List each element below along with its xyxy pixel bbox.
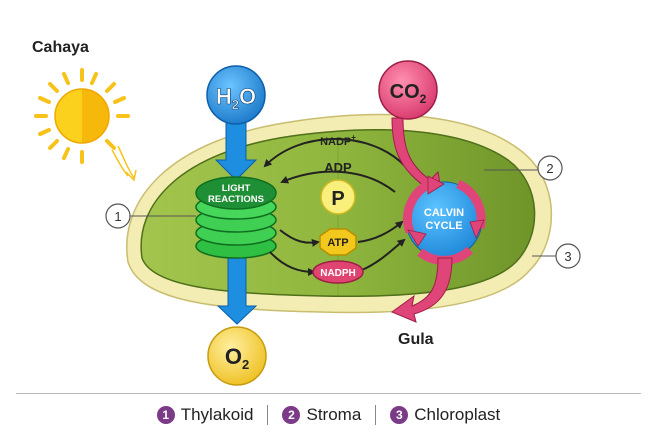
callout-2-circle bbox=[537, 155, 563, 181]
nadph-arrow-in bbox=[269, 251, 316, 276]
atp-arrow-out bbox=[357, 220, 404, 243]
oxygen-arrow bbox=[216, 257, 258, 325]
co2-label: CO bbox=[390, 81, 420, 103]
phosphate-circle bbox=[320, 179, 356, 215]
callout-1-label: 1 bbox=[114, 209, 121, 224]
thylakoid-stack bbox=[195, 176, 277, 259]
nadp-plus-label: NADP bbox=[320, 136, 351, 148]
callout-2-label: 2 bbox=[546, 161, 553, 176]
callout-3-label: 3 bbox=[564, 249, 571, 264]
nadp-arrow bbox=[263, 138, 406, 168]
atp-badge bbox=[319, 228, 357, 256]
phosphate-label: P bbox=[331, 188, 344, 210]
nadp-plus-sup: + bbox=[351, 133, 356, 142]
water-molecule bbox=[206, 65, 266, 125]
oxygen-label-sub: 2 bbox=[242, 357, 249, 372]
water-label-o: O bbox=[239, 84, 256, 109]
co2-molecule bbox=[378, 60, 438, 120]
legend: 1 Thylakoid 2 Stroma 3 Chloroplast bbox=[0, 395, 657, 435]
oxygen-molecule bbox=[207, 326, 267, 386]
nadph-label: NADPH bbox=[320, 268, 356, 279]
calvin-cycle-arrowheads bbox=[407, 175, 485, 247]
calvin-label-1: CALVIN bbox=[424, 207, 464, 219]
legend-item-thylakoid: 1 Thylakoid bbox=[143, 405, 268, 425]
water-label-sub: 2 bbox=[232, 97, 239, 112]
co2-label-sub: 2 bbox=[420, 92, 427, 106]
callout-1-circle bbox=[105, 203, 131, 229]
adp-label: ADP bbox=[324, 160, 352, 175]
legend-label: Thylakoid bbox=[180, 405, 254, 424]
callout-3-circle bbox=[555, 243, 581, 269]
svg-text:O2: O2 bbox=[225, 344, 249, 372]
sugar-label: Gula bbox=[398, 331, 434, 348]
atp-label: ATP bbox=[327, 237, 348, 249]
sun-icon bbox=[34, 68, 137, 182]
svg-text:H2O: H2O bbox=[216, 84, 256, 112]
svg-text:NADP+: NADP+ bbox=[320, 133, 356, 148]
legend-number-badge: 2 bbox=[282, 406, 301, 424]
legend-label: Stroma bbox=[306, 405, 362, 424]
legend-item-chloroplast: 3 Chloroplast bbox=[375, 405, 514, 425]
nadph-arrow-out bbox=[361, 238, 406, 271]
legend-number-badge: 3 bbox=[390, 406, 409, 424]
legend-item-stroma: 2 Stroma bbox=[267, 405, 375, 425]
svg-text:CO2: CO2 bbox=[390, 81, 427, 106]
calvin-label-2: CYCLE bbox=[425, 220, 462, 232]
legend-divider bbox=[16, 393, 641, 394]
sugar-arrow bbox=[390, 257, 453, 323]
light-reactions-label-2: REACTIONS bbox=[208, 194, 264, 205]
light-label: Cahaya bbox=[32, 39, 89, 56]
oxygen-label-o: O bbox=[225, 344, 242, 369]
atp-arrow-in bbox=[279, 229, 320, 247]
light-reactions-label-1: LIGHT bbox=[222, 183, 251, 194]
adp-arrow bbox=[280, 170, 396, 193]
legend-number-badge: 1 bbox=[156, 406, 175, 424]
water-arrow bbox=[214, 117, 258, 181]
water-label-h: H bbox=[216, 84, 232, 109]
legend-label: Chloroplast bbox=[414, 405, 501, 424]
nadph-badge bbox=[312, 260, 364, 284]
